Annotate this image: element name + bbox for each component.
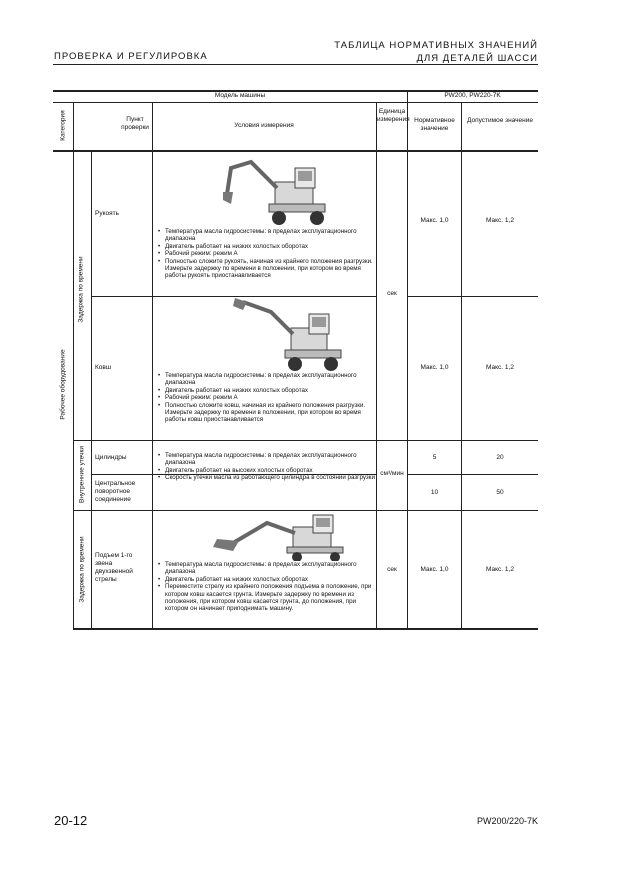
header-right-line1: ТАБЛИЦА НОРМАТИВНЫХ ЗНАЧЕНИЙ [334,40,538,51]
col-line-sub [91,150,92,629]
condition-arm-3: Рабочий режим: режим A [158,250,381,258]
excavator-arm-image [223,159,326,225]
header-bottom-rule [53,150,538,152]
header-right: ТАБЛИЦА НОРМАТИВНЫХ ЗНАЧЕНИЙ ДЛЯ ДЕТАЛЕЙ… [334,39,538,65]
col-line-cond [376,102,377,629]
col-item-header: Пункт проверки [121,116,149,131]
item-arm: Рукоять [95,210,120,217]
model-row-rule [53,102,538,103]
nominal-cylinders: 5 [432,454,437,461]
item-boom-lift: Подъем 1-го звена двухзвенной стрелы [95,552,133,583]
condition-boom-2: Двигатель работает на низких холостых об… [158,576,381,584]
spec-table: Модель машины PW200, PW220-7K Категория … [53,90,538,630]
unit-sec-rows-1-2: сек [387,290,397,297]
condition-leak-3: Скорость утечки масла из работающего цил… [158,474,381,482]
conditions-boom-lift: Температура масла гидросистемы: в предел… [157,561,381,613]
item-cylinders: Цилиндры [95,454,127,461]
condition-leak-2: Двигатель работает на высоких холостых о… [158,467,381,475]
group1-label: Задержка по времени [77,256,85,323]
model-value: PW200, PW220-7K [444,92,501,99]
table-top-rule [53,90,538,92]
model-label: Модель машины [214,92,266,99]
nominal-center-swivel: 10 [430,489,439,496]
category-main-label: Рабочее оборудование [59,349,67,420]
group2-label: Внутренние утечки [78,445,86,504]
header-right-line2: ДЛЯ ДЕТАЛЕЙ ШАССИ [416,53,538,64]
row4-bottom-rule [73,510,538,511]
header-left: ПРОВЕРКА И РЕГУЛИРОВКА [54,51,208,62]
conditions-arm: Температура масла гидросистемы: в предел… [157,228,381,280]
col-conditions-header: Условия измерения [234,122,294,129]
excavator-bucket-image [233,298,342,371]
item-center-swivel: Центральное поворотное соединение [95,480,136,503]
row2-bottom-rule [73,440,538,441]
allowed-boom-lift: Макс. 1,2 [486,566,514,573]
nominal-bucket: Макс. 1,0 [420,364,449,371]
conditions-leak: Температура масла гидросистемы: в предел… [157,452,381,482]
condition-bucket-2: Двигатель работает на низких холостых об… [158,387,381,395]
footer-page-number: 20-12 [54,813,88,828]
condition-bucket-4: Полностью сложите ковш, начиная из крайн… [158,402,381,424]
col-line-cat [73,102,74,629]
allowed-arm: Макс. 1,2 [486,217,514,224]
condition-boom-1: Температура масла гидросистемы: в предел… [158,561,381,576]
condition-arm-4: Полностью сложите рукоять, начиная из кр… [158,258,381,280]
allowed-cylinders: 20 [496,454,504,461]
col-nominal-header: Нормативное значение [414,117,455,132]
unit-boom-lift: сек [387,566,397,573]
unit-leak: см³/мин [380,470,404,477]
col-line-unit [407,90,408,629]
item-bucket: Ковш [95,364,112,371]
group3-label: Задержка по времени [78,536,86,603]
nominal-boom-lift: Макс. 1,0 [420,566,449,573]
condition-leak-1: Температура масла гидросистемы: в предел… [158,452,381,467]
allowed-center-swivel: 50 [496,489,504,496]
nominal-arm: Макс. 1,0 [420,217,449,224]
table-bottom-rule [73,628,538,630]
row1-bottom-rule-b [407,296,538,297]
excavator-boom-image [213,514,344,561]
col-category-header: Категория [59,110,67,141]
header-rule [53,64,538,65]
row1-bottom-rule [91,296,376,297]
conditions-bucket: Температура масла гидросистемы: в предел… [157,372,381,424]
condition-arm-2: Двигатель работает на низких холостых об… [158,243,381,251]
col-unit-header: Единица измерения [377,108,410,123]
allowed-bucket: Макс. 1,2 [486,364,514,371]
col-allowed-header: Допустимое значение [466,117,534,124]
col-line-nominal [461,102,462,629]
condition-arm-1: Температура масла гидросистемы: в предел… [158,228,381,243]
condition-bucket-3: Рабочий режим: режим A [158,394,381,402]
row3-bottom-rule-b [407,474,538,475]
col-line-item [152,102,153,629]
condition-boom-3: Переместите стрелу из крайнего положения… [158,583,381,613]
condition-bucket-1: Температура масла гидросистемы: в предел… [158,372,381,387]
footer-model: PW200/220-7K [476,816,538,826]
